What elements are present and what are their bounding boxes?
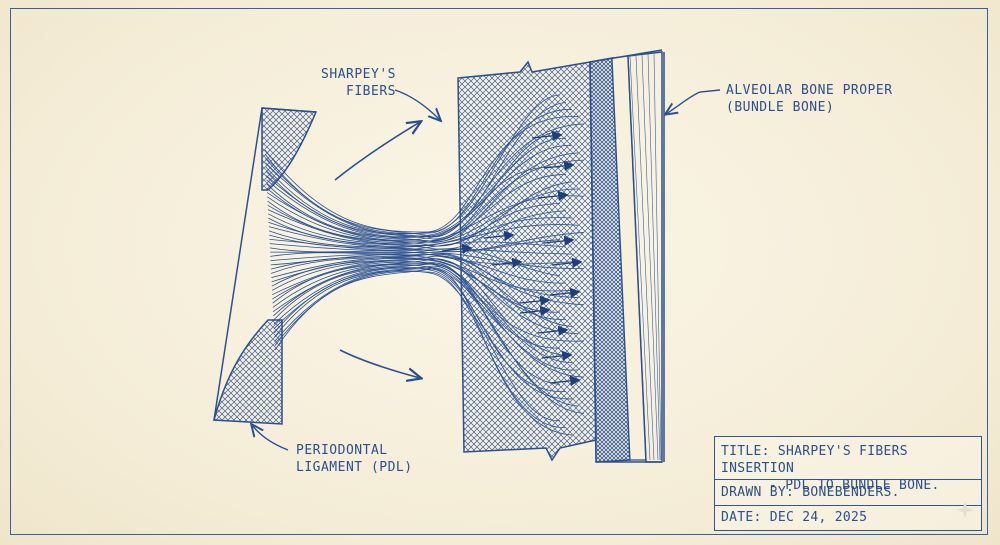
pdl-label-line1: PERIODONTAL (296, 443, 388, 458)
drawn-by-row: DRAWN BY: BONEBENDERS. (715, 480, 981, 506)
title-row: TITLE: SHARPEY'S FIBERS INSERTION - PDL … (715, 437, 981, 493)
flow-arrow-lower (339, 349, 420, 378)
pdl-hatched-block (213, 107, 318, 425)
fiber-arrowhead (549, 375, 581, 387)
title-line1: TITLE: SHARPEY'S FIBERS INSERTION (721, 444, 908, 476)
fiber-arrowhead (537, 325, 569, 337)
bone-label-line2: (BUNDLE BONE) (726, 100, 835, 115)
alveolar-bone-label: ALVEOLAR BONE PROPER (BUNDLE BONE) (726, 82, 893, 116)
sharpeys-label-line2: FIBERS (346, 84, 396, 99)
fiber-arrowhead (531, 130, 563, 142)
bone-label-line1: ALVEOLAR BONE PROPER (726, 83, 893, 98)
sharpeys-label-line1: SHARPEY'S (321, 67, 396, 82)
pdl-leader-line (252, 425, 289, 451)
fiber-arrowhead (549, 287, 581, 299)
fiber-arrowhead (541, 350, 573, 362)
fiber-arrowhead (491, 257, 523, 269)
fiber-arrowhead (483, 230, 515, 242)
flow-arrow-upper (334, 122, 420, 181)
date-row: DATE: DEC 24, 2025 (721, 510, 868, 525)
sparkle-icon (956, 501, 974, 519)
fiber-arrowhead (543, 235, 575, 247)
alveolar-bone-block (457, 49, 665, 463)
sharpeys-fibers-label: SHARPEY'S FIBERS (308, 66, 396, 100)
fiber-arrowhead (551, 257, 583, 269)
pdl-label-line2: LIGAMENT (PDL) (296, 460, 413, 475)
fiber-arrowhead (537, 190, 569, 202)
sharpeys-leader-line (394, 89, 440, 120)
fiber-arrowhead (441, 243, 473, 255)
fiber-insertion-arrows (441, 130, 583, 387)
title-block: TITLE: SHARPEY'S FIBERS INSERTION - PDL … (714, 436, 982, 531)
fiber-arrowhead (543, 160, 575, 172)
title-line2: - PDL TO BUNDLE BONE. (769, 478, 940, 493)
fiber-arrowhead (519, 295, 551, 307)
pdl-label: PERIODONTAL LIGAMENT (PDL) (296, 442, 413, 476)
fiber-arrowhead (519, 305, 551, 317)
drawing-border (10, 8, 988, 535)
bone-leader-line (666, 89, 721, 114)
